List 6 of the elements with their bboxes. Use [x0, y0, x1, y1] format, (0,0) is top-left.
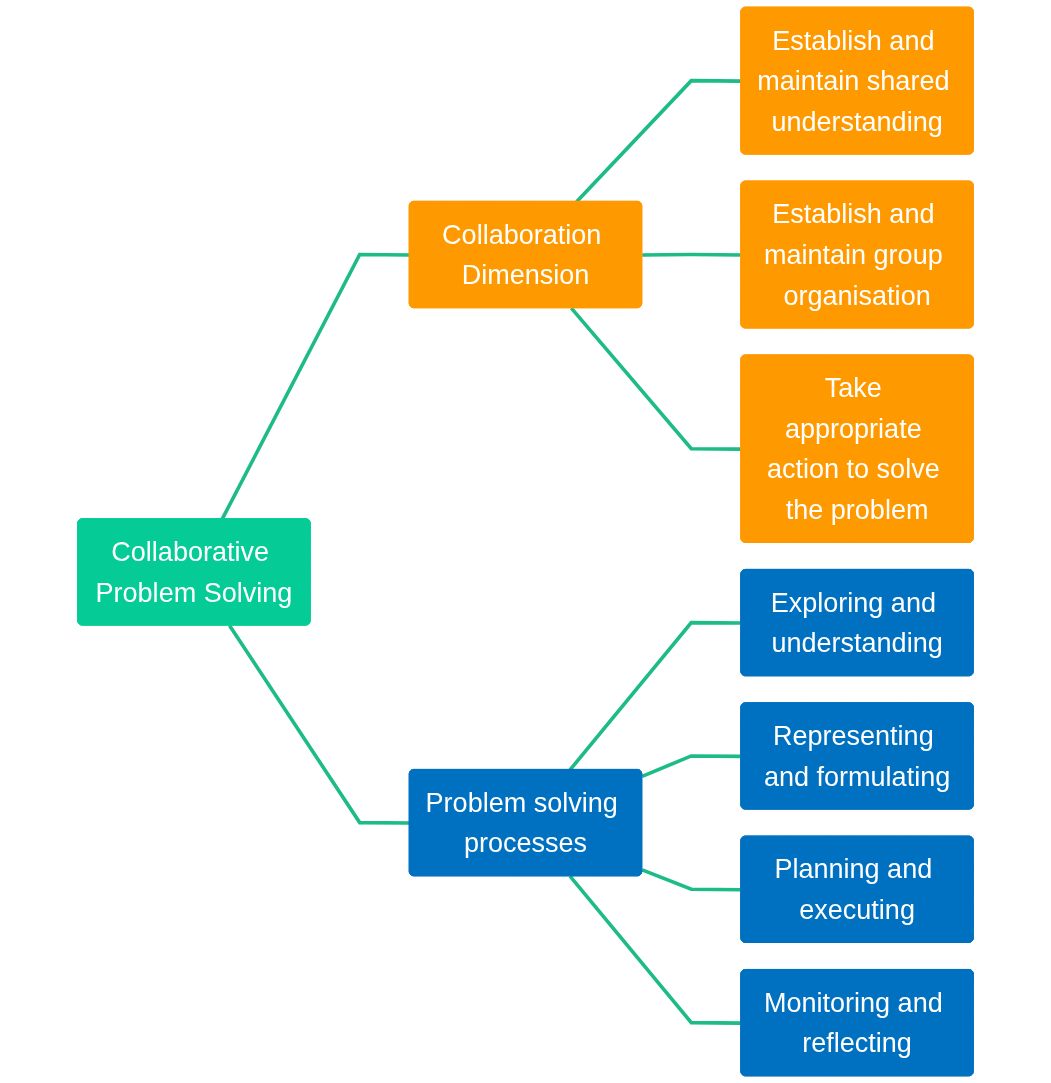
connector: [569, 306, 742, 451]
connector: [641, 754, 742, 778]
connector: [641, 868, 742, 892]
connector: [228, 624, 410, 825]
connector: [568, 875, 742, 1025]
connector: [642, 252, 742, 257]
